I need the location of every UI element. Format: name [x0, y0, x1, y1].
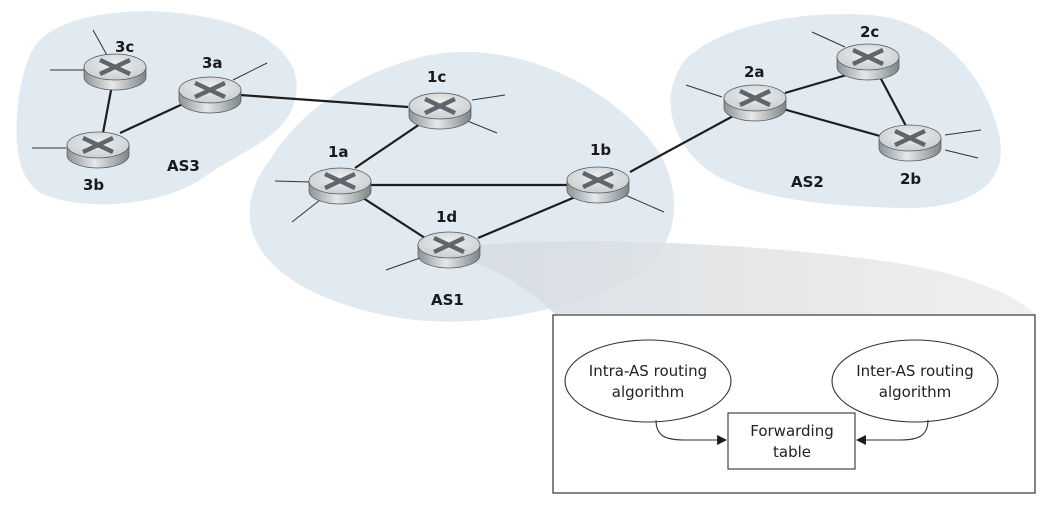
forwarding-table-node: Forwarding table	[727, 412, 856, 470]
router-x-icon	[99, 57, 131, 77]
router-label-3a: 3a	[202, 54, 223, 72]
inter-as-line1: Inter-AS routing	[856, 362, 973, 380]
link-3a-1c	[239, 93, 409, 109]
link-2a-2b	[782, 107, 881, 138]
router-label-1c: 1c	[427, 68, 446, 86]
router-2a	[723, 84, 787, 122]
router-2b	[878, 124, 942, 162]
forwarding-table-line2: table	[773, 443, 811, 461]
link-3c-3b	[101, 84, 114, 134]
as-label-as2: AS2	[791, 173, 824, 191]
as-label-as3: AS3	[167, 157, 200, 175]
router-1a	[308, 167, 372, 205]
router-3b	[66, 131, 130, 169]
router-x-icon	[194, 80, 226, 100]
router-label-2c: 2c	[860, 23, 879, 41]
router-label-3c: 3c	[115, 38, 134, 56]
link-3b-3a	[119, 102, 186, 134]
router-x-icon	[424, 96, 456, 116]
link-2a-2c	[784, 72, 851, 95]
intra-as-line2: algorithm	[612, 383, 684, 401]
router-label-2b: 2b	[900, 170, 921, 188]
as3-region	[16, 11, 297, 205]
inter-as-routing-node: Inter-AS routing algorithm	[831, 339, 999, 423]
router-3a	[178, 76, 242, 114]
router-label-1d: 1d	[436, 208, 457, 226]
router-1d	[417, 231, 481, 269]
forwarding-table-line1: Forwarding	[750, 422, 834, 440]
as-label-as1: AS1	[431, 291, 464, 309]
zoom-cone	[460, 241, 1035, 314]
arrow-intra-to-forwarding	[655, 419, 727, 445]
router-x-icon	[894, 128, 926, 148]
router-3c	[83, 53, 147, 91]
router-1c	[408, 92, 472, 130]
router-label-1b: 1b	[590, 141, 611, 159]
inter-as-line2: algorithm	[879, 383, 951, 401]
router-detail-box: Intra-AS routing algorithm Inter-AS rout…	[552, 314, 1036, 494]
link-2c-2b	[879, 76, 907, 127]
router-x-icon	[582, 170, 614, 190]
router-x-icon	[852, 47, 884, 67]
intra-as-line1: Intra-AS routing	[589, 362, 707, 380]
router-1b	[566, 166, 630, 204]
router-2c	[836, 43, 900, 81]
router-x-icon	[324, 171, 356, 191]
stub-lines	[32, 29, 982, 271]
intra-as-routing-node: Intra-AS routing algorithm	[564, 339, 732, 423]
link-1d-1b	[477, 193, 581, 240]
router-x-icon	[739, 88, 771, 108]
router-label-2a: 2a	[744, 63, 765, 81]
router-x-icon	[433, 235, 465, 255]
links	[101, 72, 907, 240]
link-1b-2a	[629, 114, 736, 173]
router-x-icon	[82, 135, 114, 155]
routers	[66, 43, 942, 269]
arrow-inter-to-forwarding	[856, 419, 929, 445]
link-1a-1c	[354, 123, 421, 169]
link-1a-1d	[359, 195, 426, 239]
router-label-3b: 3b	[83, 176, 104, 194]
router-label-1a: 1a	[328, 143, 349, 161]
